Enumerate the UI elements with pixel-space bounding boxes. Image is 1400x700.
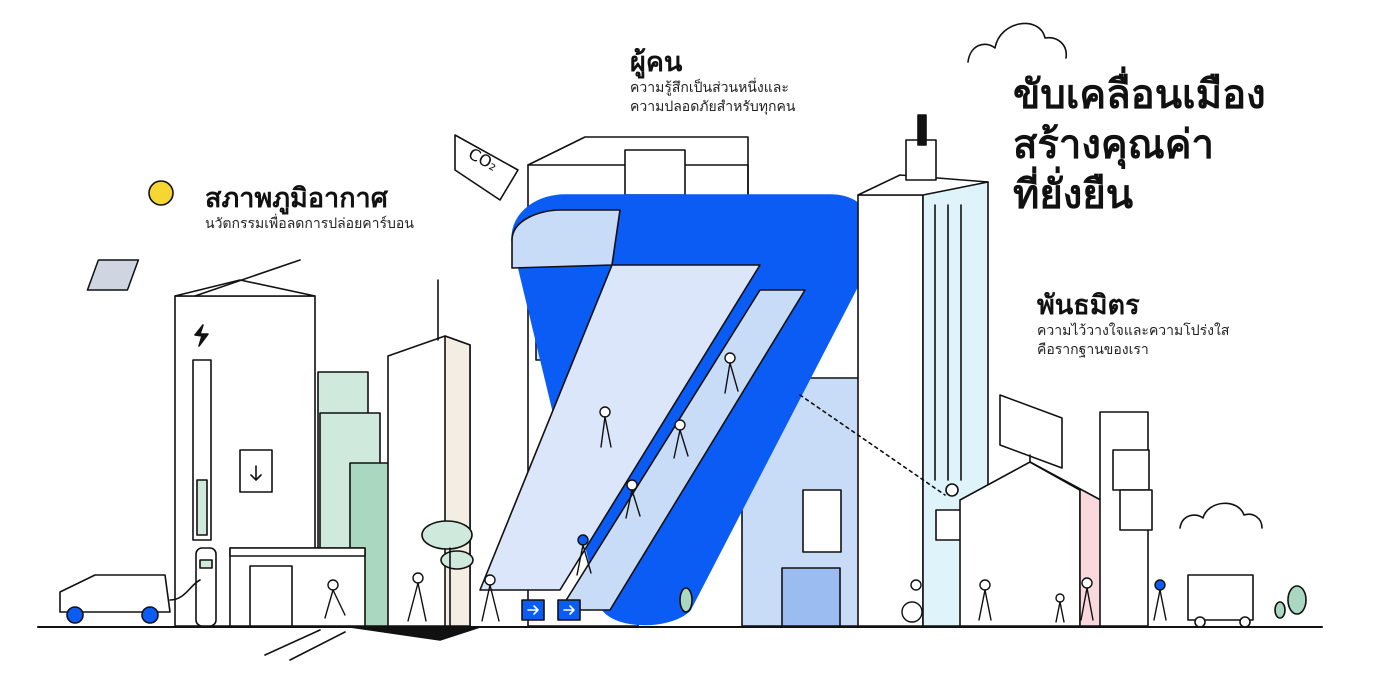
climate-label: สภาพภูมิอากาศ นวัตกรรมเพื่อลดการปล่อยคาร… <box>205 183 414 234</box>
cloud-right <box>1179 502 1263 529</box>
people-title: ผู้คน <box>630 47 683 78</box>
partners-subtitle-line2: คือรากฐานของเรา <box>1037 342 1149 358</box>
people-figures <box>324 352 1167 623</box>
partners-label: พันธมิตร ความไว้วางใจและความโปร่งใส คือร… <box>1037 290 1229 360</box>
tree-left <box>421 520 473 550</box>
sky-tower <box>857 194 924 627</box>
headline-line-2: สร้างคุณค่า <box>1013 122 1214 168</box>
people-label: ผู้คน ความรู้สึกเป็นส่วนหนึ่งและ ความปลอ… <box>630 47 795 117</box>
climate-title: สภาพภูมิอากาศ <box>205 183 388 214</box>
tree-small-right <box>1287 585 1307 615</box>
lightning-icon <box>194 324 209 347</box>
co2-billboard <box>454 134 519 201</box>
partners-subtitle-line1: ความไว้วางใจและความโปร่งใส <box>1037 323 1230 339</box>
headline: ขับเคลื่อนเมือง สร้างคุณค่า ที่ยั่งยืน <box>1013 70 1266 220</box>
partners-title: พันธมิตร <box>1037 290 1140 321</box>
people-subtitle-line1: ความรู้สึกเป็นส่วนหนึ่งและ <box>630 80 789 96</box>
cloud-top-right <box>967 22 1068 63</box>
people-subtitle-line2: ความปลอดภัยสำหรับทุกคน <box>630 99 796 115</box>
headline-line-1: ขับเคลื่อนเมือง <box>1013 72 1266 118</box>
sun-icon <box>148 180 174 206</box>
climate-subtitle: นวัตกรรมเพื่อลดการปล่อยคาร์บอน <box>205 216 414 232</box>
tree-small-center <box>679 587 693 613</box>
delivery-truck <box>1187 574 1254 621</box>
handshake-billboard <box>999 394 1063 469</box>
headline-line-3: ที่ยั่งยืน <box>1013 172 1134 218</box>
